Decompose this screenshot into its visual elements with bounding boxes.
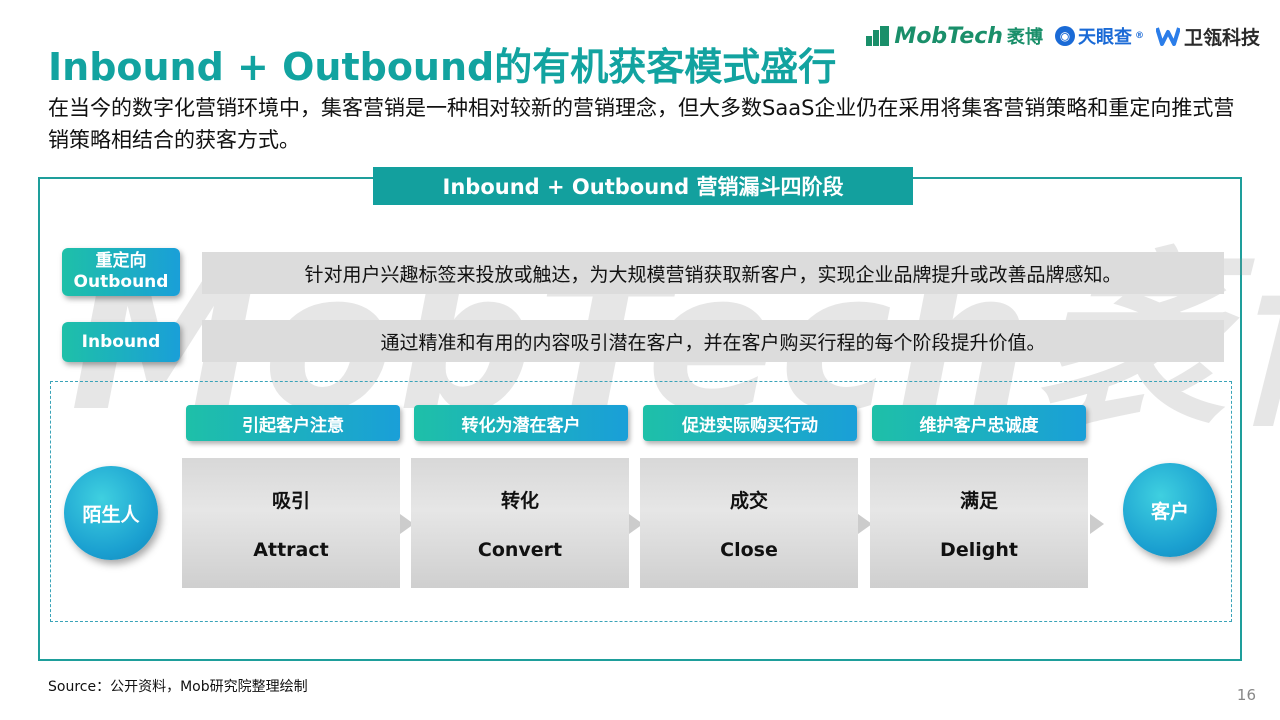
stage-label-close: 促进实际购买行动 [643,405,857,441]
bar-inbound: 通过精准和有用的内容吸引潜在客户，并在客户购买行程的每个阶段提升价值。 [202,320,1224,362]
stage-delight: 满足 Delight [870,458,1088,588]
stage-delight-en: Delight [940,538,1018,561]
stage-label-attract: 引起客户注意 [186,405,400,441]
arrow-right-icon [629,514,643,534]
diagram-title: Inbound + Outbound 营销漏斗四阶段 [373,167,913,205]
stage-attract: 吸引 Attract [182,458,400,588]
source-note: Source：公开资料，Mob研究院整理绘制 [48,679,308,695]
tianyancha-eye-icon: ◉ [1054,26,1075,46]
stage-attract-en: Attract [253,538,329,561]
weizhi-logo-text: 卫瓴科技 [1183,26,1260,49]
mobtech-mark-icon [866,26,890,46]
stage-label-convert: 转化为潜在客户 [414,405,628,441]
stage-close: 成交 Close [640,458,858,588]
stage-convert-en: Convert [477,538,563,561]
mobtech-logo: MobTech 袤博 [866,23,1043,49]
mobtech-logo-cn: 袤博 [1006,27,1043,48]
arrow-right-icon [1090,514,1104,534]
registered-mark-icon: ® [1134,31,1144,41]
stage-delight-cn: 满足 [959,489,998,512]
tag-outbound: 重定向 Outbound [62,248,180,296]
page-number: 16 [1236,686,1256,704]
mobtech-logo-text: MobTech [894,23,1003,49]
stage-label-delight: 维护客户忠诚度 [872,405,1086,441]
bar-outbound: 针对用户兴趣标签来投放或触达，为大规模营销获取新客户，实现企业品牌提升或改善品牌… [202,252,1224,294]
arrow-right-icon [858,514,872,534]
tag-inbound-line1: Inbound [81,331,161,352]
start-circle: 陌生人 [64,466,158,560]
funnel-area [50,381,1232,622]
weizhi-logo: 卫瓴科技 [1155,23,1260,50]
tianyancha-logo-text: 天眼查 [1077,27,1132,48]
stage-convert-cn: 转化 [500,489,539,512]
stage-convert: 转化 Convert [411,458,629,588]
stage-close-en: Close [720,538,778,561]
tag-inbound: Inbound [62,322,180,362]
tag-outbound-line2: Outbound [73,272,169,292]
tag-outbound-line1: 重定向 [95,251,147,271]
end-circle: 客户 [1123,463,1217,557]
logo-strip: MobTech 袤博 ◉ 天眼查 ® 卫瓴科技 [866,18,1260,54]
stage-close-cn: 成交 [729,489,768,512]
stage-attract-cn: 吸引 [271,489,310,512]
tianyancha-logo: ◉ 天眼查 ® [1054,23,1144,49]
page-title: Inbound + Outbound的有机获客模式盛行 [48,45,837,89]
weizhi-w-icon [1155,27,1180,46]
page-subtitle: 在当今的数字化营销环境中，集客营销是一种相对较新的营销理念，但大多数SaaS企业… [48,96,1235,152]
arrow-right-icon [400,514,414,534]
